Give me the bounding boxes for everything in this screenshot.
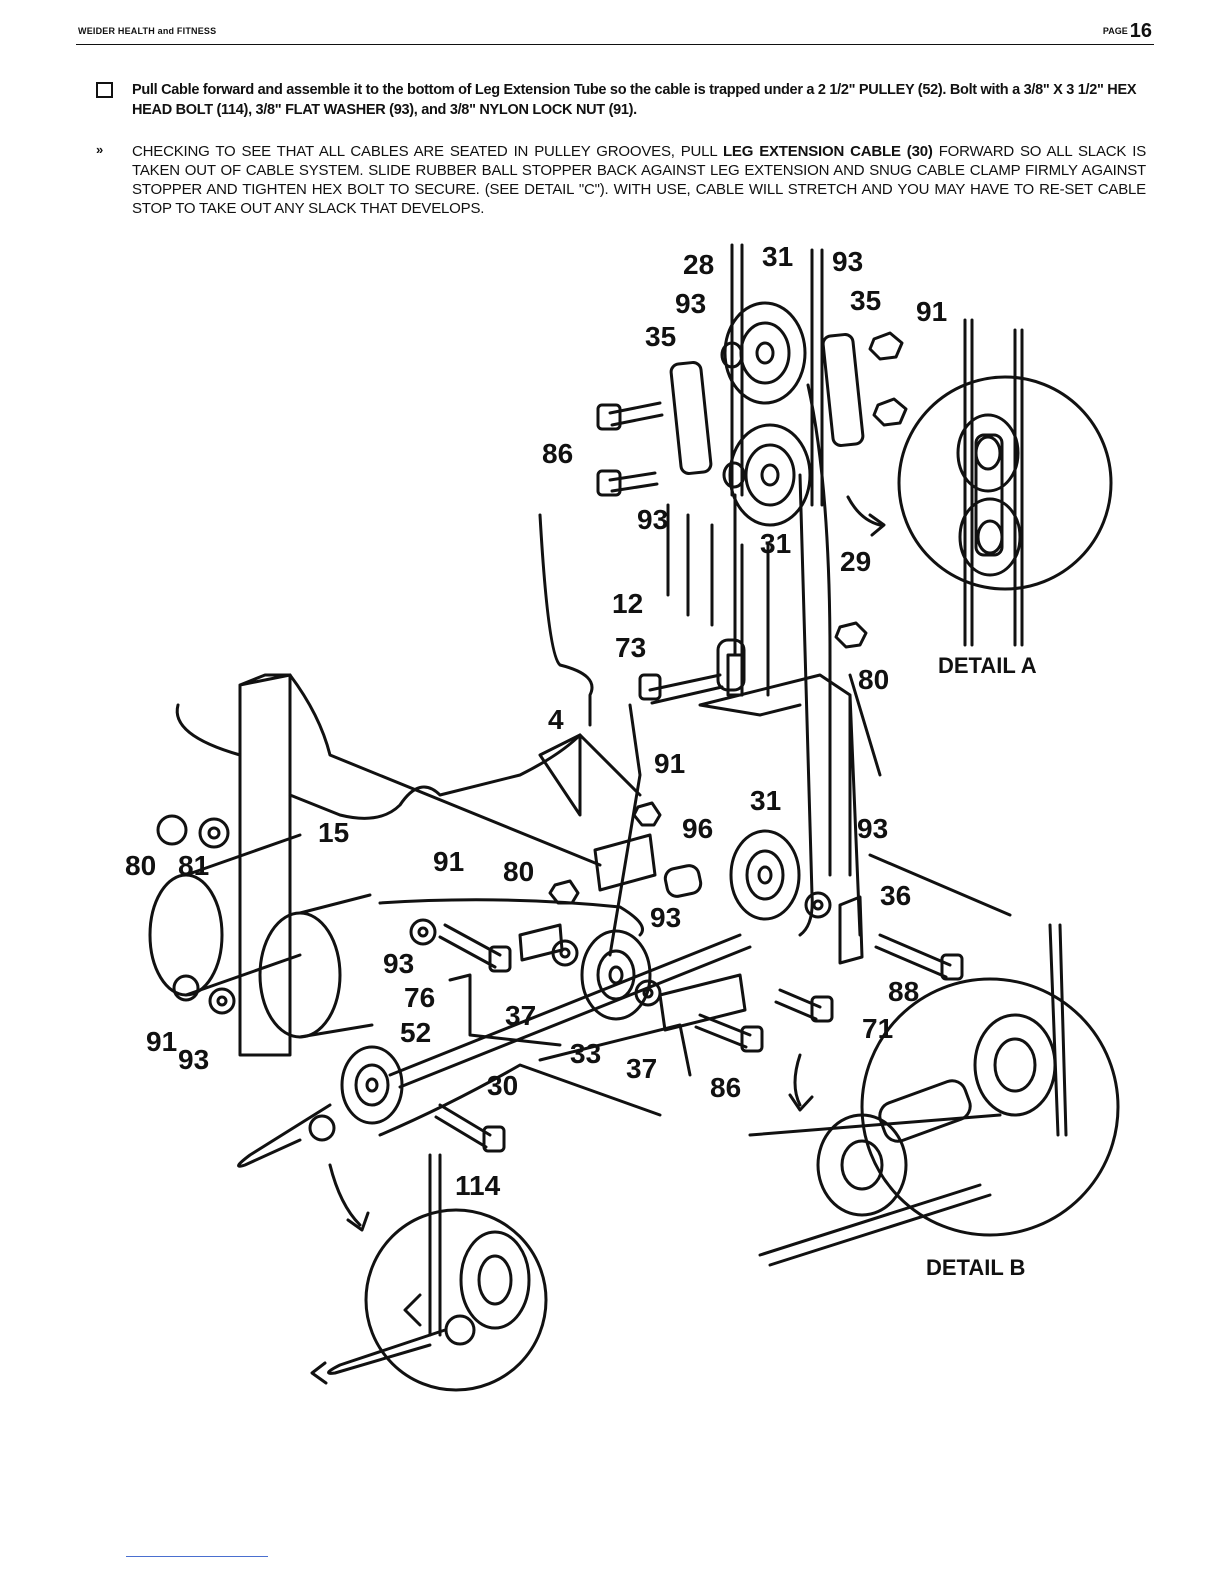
note-bullet: » xyxy=(96,142,104,157)
note-text-1: CHECKING TO SEE THAT ALL CABLES ARE SEAT… xyxy=(132,143,723,160)
callout-31-low: 31 xyxy=(750,785,781,816)
callout-93-d: 93 xyxy=(650,902,681,933)
callout-91-mid: 91 xyxy=(654,748,685,779)
page-label: PAGE xyxy=(1102,26,1128,36)
callout-28: 28 xyxy=(683,249,714,280)
callout-80-mid: 80 xyxy=(858,664,889,695)
callout-73: 73 xyxy=(615,632,646,663)
callout-86-low: 86 xyxy=(710,1072,741,1103)
callout-93-low: 93 xyxy=(178,1044,209,1075)
callout-31-top: 31 xyxy=(762,241,793,272)
assembly-step: Pull Cable forward and assemble it to th… xyxy=(96,80,1146,120)
step-checkbox[interactable] xyxy=(96,82,113,98)
callout-71: 71 xyxy=(862,1013,893,1044)
step-instruction: Pull Cable forward and assemble it to th… xyxy=(132,82,1137,118)
callout-76: 76 xyxy=(404,982,435,1013)
diagram-linework xyxy=(148,243,1120,1392)
callout-31-mid: 31 xyxy=(760,528,791,559)
callout-93-a: 93 xyxy=(675,288,706,319)
callout-91-low: 91 xyxy=(146,1026,177,1057)
cable-note: » CHECKING TO SEE THAT ALL CABLES ARE SE… xyxy=(96,142,1146,218)
callout-114: 114 xyxy=(455,1170,501,1201)
page-number: 16 xyxy=(1129,20,1152,42)
part-callouts: 28 31 93 93 35 91 35 86 93 31 29 12 73 8… xyxy=(125,241,1037,1280)
header-rule xyxy=(76,44,1154,45)
callout-80-left: 80 xyxy=(125,850,156,881)
callout-88: 88 xyxy=(888,976,919,1007)
callout-86-top: 86 xyxy=(542,438,573,469)
callout-93-b: 93 xyxy=(637,504,668,535)
footer-link-line xyxy=(126,1556,268,1557)
callout-96: 96 xyxy=(682,813,713,844)
callout-30: 30 xyxy=(487,1070,518,1101)
detail-a-label: DETAIL A xyxy=(938,653,1037,678)
note-text-2: FORWARD SO ALL SLACK IS TAKEN OUT OF CAB… xyxy=(132,143,1146,217)
callout-29: 29 xyxy=(840,546,871,577)
callout-37-b: 37 xyxy=(626,1053,657,1084)
callout-93-e: 93 xyxy=(383,948,414,979)
callout-37-a: 37 xyxy=(505,1000,536,1031)
callout-15: 15 xyxy=(318,817,349,848)
callout-91-left: 91 xyxy=(433,846,464,877)
callout-4: 4 xyxy=(548,704,564,735)
assembly-diagram: 28 31 93 93 35 91 35 86 93 31 29 12 73 8… xyxy=(125,241,1120,1392)
callout-93-top: 93 xyxy=(832,246,863,277)
callout-35-right: 35 xyxy=(850,285,881,316)
callout-52: 52 xyxy=(400,1017,431,1048)
note-instruction: CHECKING TO SEE THAT ALL CABLES ARE SEAT… xyxy=(132,142,1146,218)
callout-12: 12 xyxy=(612,588,643,619)
header-brand: WEIDER HEALTH and FITNESS xyxy=(78,26,217,36)
detail-b-label: DETAIL B xyxy=(926,1255,1025,1280)
callout-91-top: 91 xyxy=(916,296,947,327)
callout-35-left: 35 xyxy=(645,321,676,352)
note-text-bold: LEG EXTENSION CABLE (30) xyxy=(722,143,933,160)
callout-80-b: 80 xyxy=(503,856,534,887)
callout-93-c: 93 xyxy=(857,813,888,844)
callout-81: 81 xyxy=(178,850,209,881)
callout-36: 36 xyxy=(880,880,911,911)
callout-33: 33 xyxy=(570,1038,601,1069)
